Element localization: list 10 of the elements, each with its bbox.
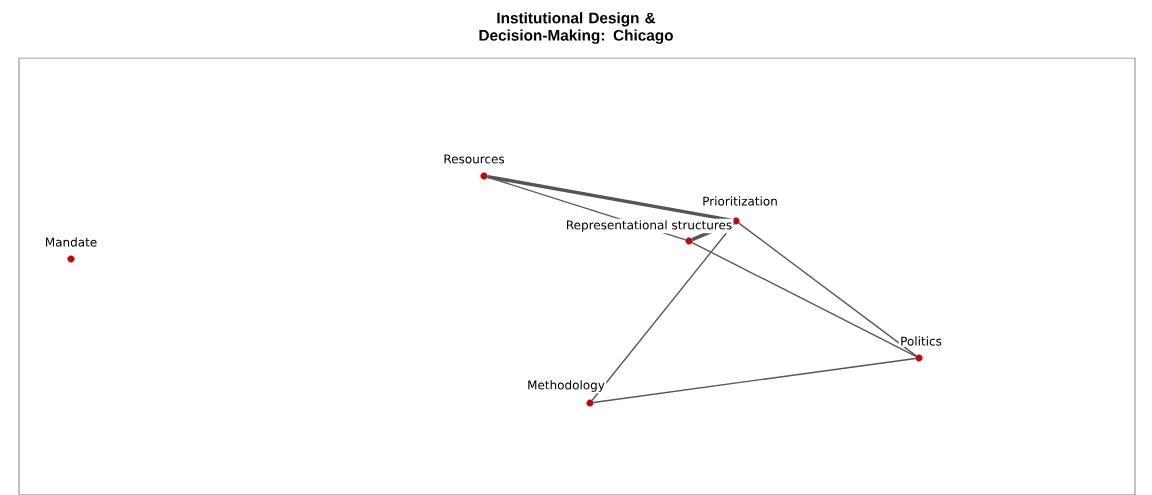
chart-title: Institutional Design & Decision-Making: Chicago: [479, 12, 673, 44]
network-edge: [691, 241, 917, 358]
node-label: Methodology: [525, 378, 607, 394]
node-label: Prioritization: [700, 195, 780, 207]
network-edge: [738, 222, 917, 357]
network-edge: [592, 357, 917, 404]
node-label: Resources: [442, 153, 506, 165]
node-label: Politics: [898, 335, 944, 347]
node-label: Mandate: [43, 236, 99, 248]
node-label: Representational structures: [564, 218, 734, 234]
